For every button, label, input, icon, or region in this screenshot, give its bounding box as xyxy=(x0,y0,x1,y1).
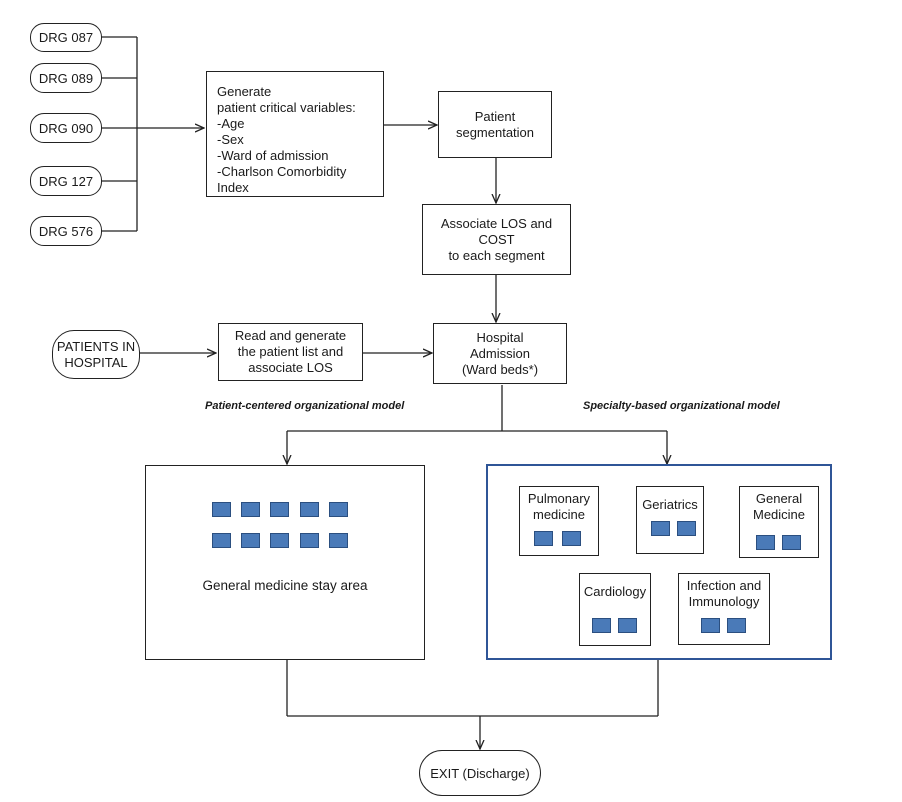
unit-pulmonary-medicine: Pulmonary medicine xyxy=(519,486,599,556)
variable-sex: -Sex xyxy=(217,132,244,147)
bed-icon xyxy=(782,535,801,550)
segmentation-line2: segmentation xyxy=(455,124,535,140)
unit-name-line1: Pulmonary xyxy=(527,491,591,506)
generate-heading: Generate xyxy=(217,84,272,99)
drg-087-node: DRG 087 xyxy=(30,23,102,52)
bed-icon xyxy=(300,502,319,517)
drg-576-label: DRG 576 xyxy=(38,223,94,239)
variable-ward: -Ward of admission xyxy=(217,148,329,163)
drg-090-label: DRG 090 xyxy=(38,120,94,136)
bed-icon xyxy=(727,618,746,633)
drg-089-label: DRG 089 xyxy=(38,70,94,86)
general-medicine-stay-area: General medicine stay area xyxy=(145,465,425,660)
bed-icon xyxy=(270,502,289,517)
unit-geriatrics: Geriatrics xyxy=(636,486,704,554)
segmentation-line1: Patient xyxy=(474,108,516,124)
exit-label: EXIT (Discharge) xyxy=(430,765,530,781)
drg-576-node: DRG 576 xyxy=(30,216,102,246)
read-line1: Read and generate xyxy=(234,328,347,343)
drg-089-node: DRG 089 xyxy=(30,63,102,93)
associate-los-cost-box: Associate LOS and COST to each segment xyxy=(422,204,571,275)
bed-icon xyxy=(241,533,260,548)
admission-line1: Hospital xyxy=(476,329,524,345)
bed-icon xyxy=(270,533,289,548)
admission-line2: Admission xyxy=(470,345,530,361)
drg-090-node: DRG 090 xyxy=(30,113,102,143)
bed-icon xyxy=(618,618,637,633)
variable-age: -Age xyxy=(217,116,245,131)
patients-line2: HOSPITAL xyxy=(64,354,128,370)
read-line2: the patient list and xyxy=(237,344,344,359)
unit-name-line1: Cardiology xyxy=(583,584,647,599)
associate-line2: to each segment xyxy=(448,247,545,263)
patients-line1: PATIENTS IN xyxy=(56,338,136,354)
bed-icon xyxy=(300,533,319,548)
bed-icon xyxy=(592,618,611,633)
generate-variables-box: Generate patient critical variables: -Ag… xyxy=(206,71,384,197)
unit-name-line1: Geriatrics xyxy=(642,497,698,512)
read-generate-box: Read and generate the patient list and a… xyxy=(218,323,363,381)
bed-icon xyxy=(701,618,720,633)
unit-name-line2: medicine xyxy=(532,507,586,522)
specialty-area: Pulmonary medicine Geriatrics General Me… xyxy=(486,464,832,660)
drg-127-label: DRG 127 xyxy=(38,173,94,189)
unit-name-line2: Immunology xyxy=(688,594,760,609)
bed-icon xyxy=(677,521,696,536)
unit-infection-immunology: Infection and Immunology xyxy=(678,573,770,645)
unit-name-line2: Medicine xyxy=(752,507,806,522)
variable-charlson: -Charlson Comorbidity Index xyxy=(217,164,347,195)
unit-name-line1: General xyxy=(755,491,803,506)
hospital-admission-box: Hospital Admission (Ward beds*) xyxy=(433,323,567,384)
read-line3: associate LOS xyxy=(248,360,333,375)
associate-line1: Associate LOS and COST xyxy=(440,215,553,247)
bed-icon xyxy=(651,521,670,536)
bed-icon xyxy=(241,502,260,517)
bed-icon xyxy=(534,531,553,546)
bed-icon xyxy=(562,531,581,546)
bed-icon xyxy=(756,535,775,550)
drg-087-label: DRG 087 xyxy=(38,30,94,45)
exit-discharge-node: EXIT (Discharge) xyxy=(419,750,541,796)
unit-name-line1: Infection and xyxy=(686,578,762,593)
unit-general-medicine: General Medicine xyxy=(739,486,819,558)
general-area-label: General medicine stay area xyxy=(202,578,368,593)
unit-cardiology: Cardiology xyxy=(579,573,651,646)
specialty-based-caption: Specialty-based organizational model xyxy=(583,400,780,412)
bed-icon xyxy=(329,533,348,548)
patient-centered-caption: Patient-centered organizational model xyxy=(205,400,405,412)
drg-127-node: DRG 127 xyxy=(30,166,102,196)
admission-line3: (Ward beds*) xyxy=(461,361,539,377)
patients-in-hospital-node: PATIENTS IN HOSPITAL xyxy=(52,330,140,379)
bed-icon xyxy=(329,502,348,517)
patient-segmentation-box: Patient segmentation xyxy=(438,91,552,158)
bed-icon xyxy=(212,502,231,517)
bed-icon xyxy=(212,533,231,548)
generate-subheading: patient critical variables: xyxy=(217,100,356,115)
